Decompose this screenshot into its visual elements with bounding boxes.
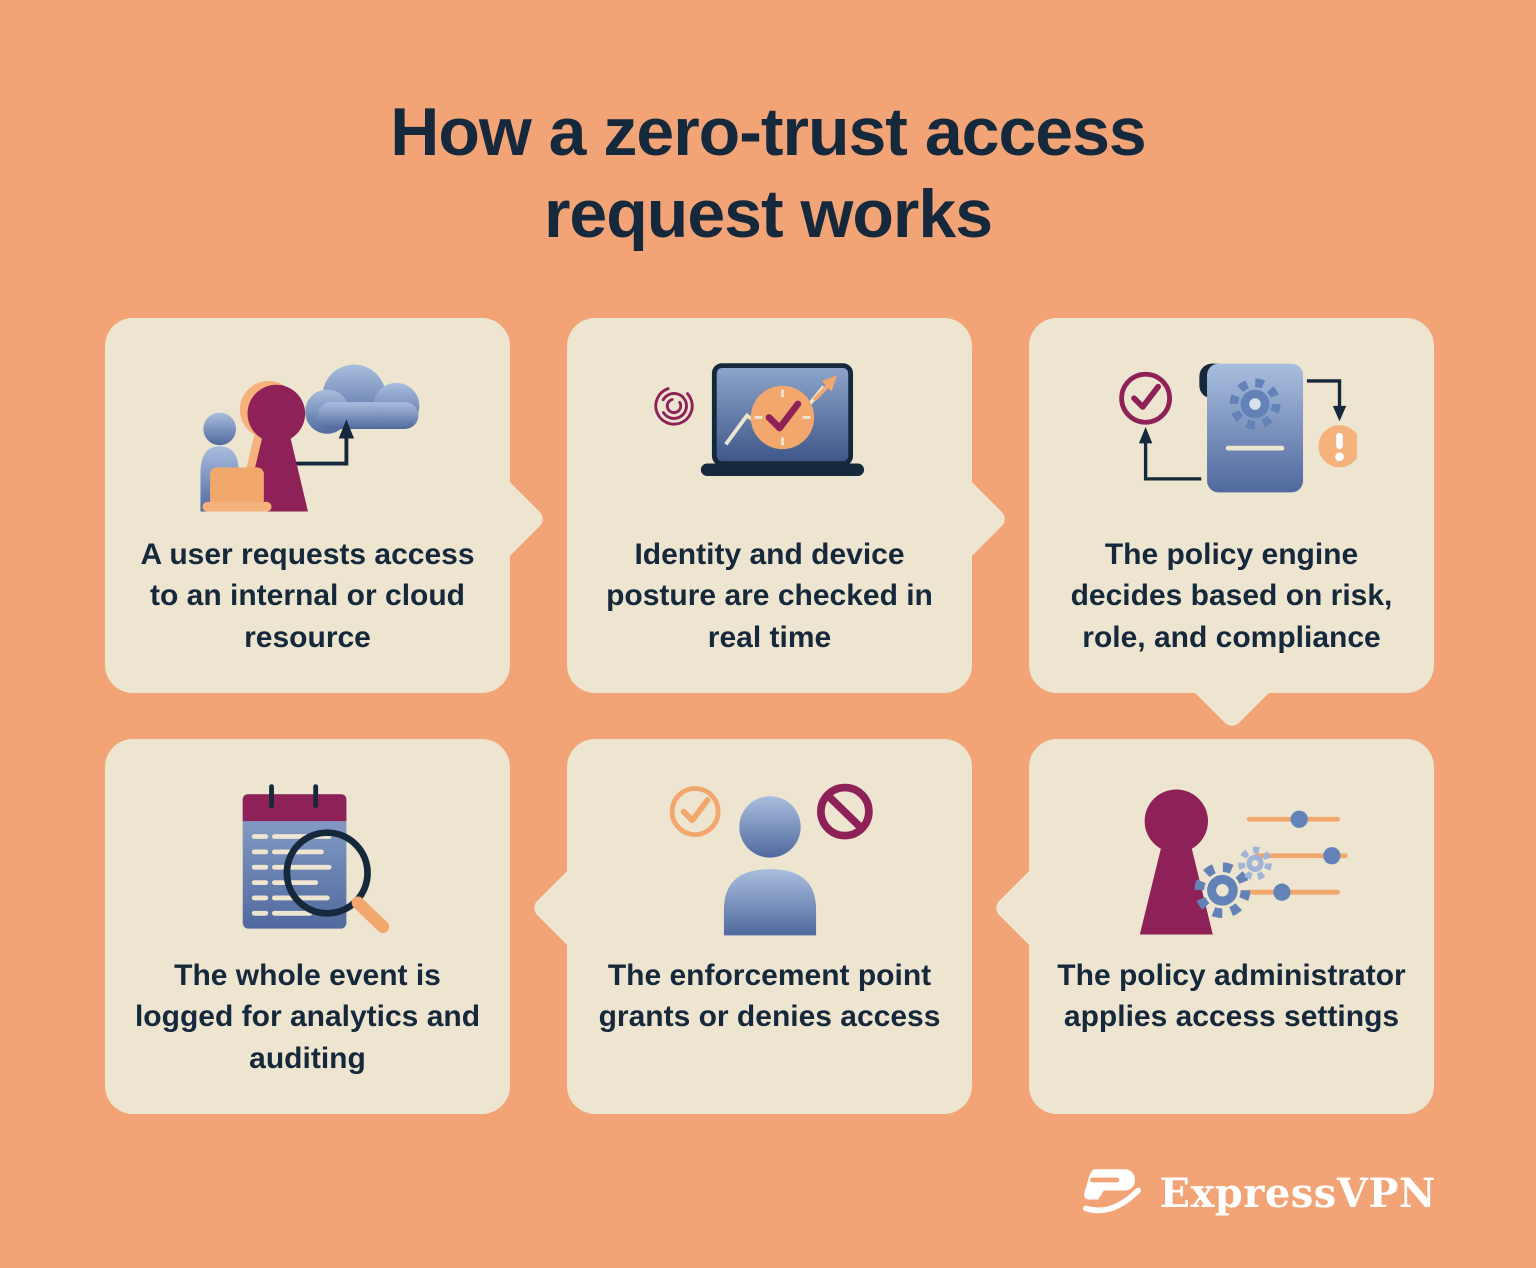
card-event-logging: The whole event is logged for analytics … <box>105 739 510 1114</box>
card-user-request: A user requests access to an internal or… <box>105 318 547 693</box>
pointer-left-icon <box>530 864 618 952</box>
policy-scroll-icon <box>1107 354 1357 526</box>
expressvpn-logo-icon <box>1081 1166 1143 1220</box>
card-policy-admin: The policy administrator applies access … <box>992 739 1434 1114</box>
grant-deny-user-icon <box>645 775 895 947</box>
steps-grid: A user requests access to an internal or… <box>105 318 1434 1114</box>
card-enforcement-point: The enforcement point grants or denies a… <box>530 739 972 1114</box>
page-title: How a zero-trust access request works <box>0 92 1536 255</box>
fingerprint-laptop-icon <box>645 354 895 526</box>
pointer-left-icon <box>992 864 1080 952</box>
title-line-1: How a zero-trust access <box>390 94 1147 170</box>
step-text: A user requests access to an internal or… <box>140 538 475 654</box>
step-text: The policy engine decides based on risk,… <box>1070 538 1393 654</box>
user-cloud-icon <box>183 354 433 526</box>
step-text: The whole event is logged for analytics … <box>134 959 481 1075</box>
log-magnifier-icon <box>183 775 433 947</box>
expressvpn-logo: ExpressVPN <box>1081 1166 1436 1220</box>
step-text: The policy administrator applies access … <box>1057 959 1406 1034</box>
card-identity-check: Identity and device posture are checked … <box>567 318 1009 693</box>
title-line-2: request works <box>543 175 993 252</box>
card-policy-engine: The policy engine decides based on risk,… <box>1029 318 1434 730</box>
expressvpn-wordmark: ExpressVPN <box>1159 1169 1436 1217</box>
step-text: The enforcement point grants or denies a… <box>598 959 941 1034</box>
step-text: Identity and device posture are checked … <box>606 538 933 654</box>
keyhole-settings-icon <box>1107 775 1357 947</box>
